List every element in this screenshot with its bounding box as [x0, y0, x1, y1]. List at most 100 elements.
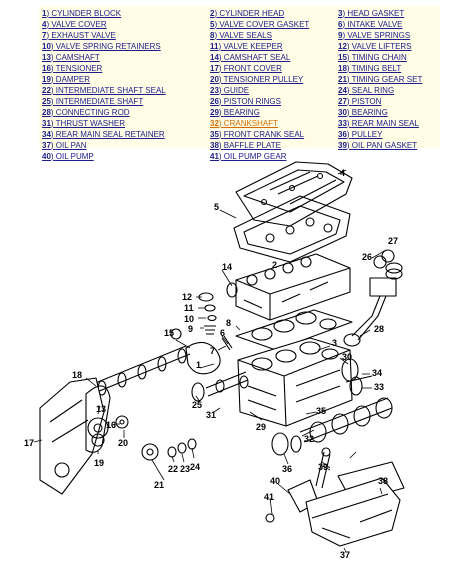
legend-part-number: 30	[338, 108, 347, 117]
legend-part-number: 17	[210, 64, 219, 73]
legend-link-part-10[interactable]: 10) VALVE SPRING RETAINERS	[42, 41, 166, 52]
legend-link-part-26[interactable]: 26) PISTON RINGS	[210, 96, 309, 107]
callout-21: 21	[154, 480, 164, 490]
legend-part-label: CRANKSHAFT	[223, 119, 279, 128]
legend-link-part-30[interactable]: 30) BEARING	[338, 107, 422, 118]
legend-part-number: 10	[42, 42, 51, 51]
callout-labels: 4 27 14 2 26 12 11 10 9 15 6 7 28 3 30 1…	[24, 168, 398, 560]
legend-part-label: VALVE KEEPER	[223, 42, 283, 51]
legend-part-label: TIMING CHAIN	[351, 53, 407, 62]
legend-link-part-23[interactable]: 23) GUIDE	[210, 85, 309, 96]
legend-part-number: 25	[42, 97, 51, 106]
legend-link-part-5[interactable]: 5) VALVE COVER GASKET	[210, 19, 309, 30]
legend-link-part-27[interactable]: 27) PISTON	[338, 96, 422, 107]
legend-part-label: OIL PAN GASKET	[351, 141, 418, 150]
legend-link-part-12[interactable]: 12) VALVE LIFTERS	[338, 41, 422, 52]
callout-31: 31	[206, 410, 216, 420]
legend-link-part-40[interactable]: 40) OIL PUMP	[42, 151, 166, 162]
legend-part-label: VALVE COVER GASKET	[219, 20, 310, 29]
legend-link-part-8[interactable]: 8) VALVE SEALS	[210, 30, 309, 41]
legend-link-part-3[interactable]: 3) HEAD GASKET	[338, 8, 422, 19]
legend-separator: )	[342, 20, 348, 29]
legend-link-part-24[interactable]: 24) SEAL RING	[338, 85, 422, 96]
legend-link-part-21[interactable]: 21) TIMING GEAR SET	[338, 74, 422, 85]
legend-part-label: TENSIONER	[55, 64, 103, 73]
legend-link-part-31[interactable]: 31) THRUST WASHER	[42, 118, 166, 129]
legend-link-part-6[interactable]: 6) INTAKE VALVE	[338, 19, 422, 30]
legend-separator: )	[50, 86, 56, 95]
legend-part-label: PISTON RINGS	[223, 97, 281, 106]
legend-link-part-4[interactable]: 4) VALVE COVER	[42, 19, 166, 30]
legend-link-part-39[interactable]: 39) OIL PAN GASKET	[338, 140, 422, 151]
legend-link-part-15[interactable]: 15) TIMING CHAIN	[338, 52, 422, 63]
legend-link-part-20[interactable]: 20) TENSIONER PULLEY	[210, 74, 309, 85]
callout-1: 1	[196, 360, 201, 370]
legend-link-part-38[interactable]: 38) BAFFLE PLATE	[210, 140, 309, 151]
legend-part-number: 19	[42, 75, 51, 84]
legend-link-part-9[interactable]: 9) VALVE SPRINGS	[338, 30, 422, 41]
timing-belt-drawing	[85, 385, 111, 453]
callout-29: 29	[256, 422, 266, 432]
callout-25: 25	[192, 400, 202, 410]
legend-link-part-11[interactable]: 11) VALVE KEEPER	[210, 41, 309, 52]
front-cover-drawing	[39, 377, 105, 495]
legend-part-number: 12	[338, 42, 347, 51]
engine-drawing: 4 27 14 2 26 12 11 10 9 15 6 7 28 3 30 1…	[24, 161, 405, 560]
callout-26: 26	[362, 252, 372, 262]
legend-link-part-41[interactable]: 41) OIL PUMP GEAR	[210, 151, 309, 162]
legend-separator: )	[346, 86, 352, 95]
legend-separator: )	[50, 141, 56, 150]
legend-link-part-14[interactable]: 14) CAMSHAFT SEAL	[210, 52, 309, 63]
legend-link-part-36[interactable]: 36) PULLEY	[338, 129, 422, 140]
legend-part-number: 38	[210, 141, 219, 150]
legend-part-label: OIL PUMP	[55, 152, 94, 161]
legend-link-part-19[interactable]: 19) DAMPER	[42, 74, 166, 85]
legend-link-part-37[interactable]: 37) OIL PAN	[42, 140, 166, 151]
legend-part-label: SEAL RING	[351, 86, 395, 95]
oil-pan-drawing	[305, 477, 401, 547]
legend-link-part-17[interactable]: 17) FRONT COVER	[210, 63, 309, 74]
callout-34: 34	[372, 368, 382, 378]
legend-link-part-28[interactable]: 28) CONNECTING ROD	[42, 107, 166, 118]
legend-link-part-1[interactable]: 1) CYLINDER BLOCK	[42, 8, 166, 19]
legend-link-part-35[interactable]: 35) FRONT CRANK SEAL	[210, 129, 309, 140]
legend-separator: )	[214, 20, 220, 29]
callout-38: 38	[378, 476, 388, 486]
legend-part-label: CAMSHAFT SEAL	[223, 53, 291, 62]
legend-link-part-34[interactable]: 34) REAR MAIN SEAL RETAINER	[42, 129, 166, 140]
legend-part-number: 29	[210, 108, 219, 117]
legend-part-label: OIL PAN	[55, 141, 87, 150]
legend-part-label: PISTON	[351, 97, 382, 106]
legend-link-part-33[interactable]: 33) REAR MAIN SEAL	[338, 118, 422, 129]
legend-part-number: 3	[338, 9, 343, 18]
callout-41: 41	[264, 492, 274, 502]
timing-gears-drawing	[87, 415, 159, 461]
callout-17: 17	[24, 438, 34, 448]
legend-part-number: 21	[338, 75, 347, 84]
legend-separator: )	[342, 31, 348, 40]
legend-link-part-16[interactable]: 16) TENSIONER	[42, 63, 166, 74]
legend-separator: )	[218, 108, 224, 117]
legend-part-number: 18	[338, 64, 347, 73]
legend-separator: )	[218, 141, 224, 150]
legend-link-part-18[interactable]: 18) TIMING BELT	[338, 63, 422, 74]
legend-part-number: 40	[42, 152, 51, 161]
legend-separator: )	[346, 97, 352, 106]
legend-link-part-2[interactable]: 2) CYLINDER HEAD	[210, 8, 309, 19]
legend-part-number: 37	[42, 141, 51, 150]
legend-part-number: 15	[338, 53, 347, 62]
legend-link-part-32[interactable]: 32) CRANKSHAFT	[210, 118, 309, 129]
intermediate-shaft-drawing	[191, 371, 249, 402]
callout-12: 12	[182, 292, 192, 302]
legend-link-part-13[interactable]: 13) CAMSHAFT	[42, 52, 166, 63]
legend-link-part-25[interactable]: 25) INTERMEDIATE SHAFT	[42, 96, 166, 107]
legend-link-part-22[interactable]: 22) INTERMEDIATE SHAFT SEAL	[42, 85, 166, 96]
legend-part-number: 34	[42, 130, 51, 139]
legend-part-label: CAMSHAFT	[55, 53, 100, 62]
legend-separator: )	[50, 130, 56, 139]
legend-link-part-7[interactable]: 7) EXHAUST VALVE	[42, 30, 166, 41]
legend-link-part-29[interactable]: 29) BEARING	[210, 107, 309, 118]
valve-cover-drawing	[235, 161, 353, 227]
